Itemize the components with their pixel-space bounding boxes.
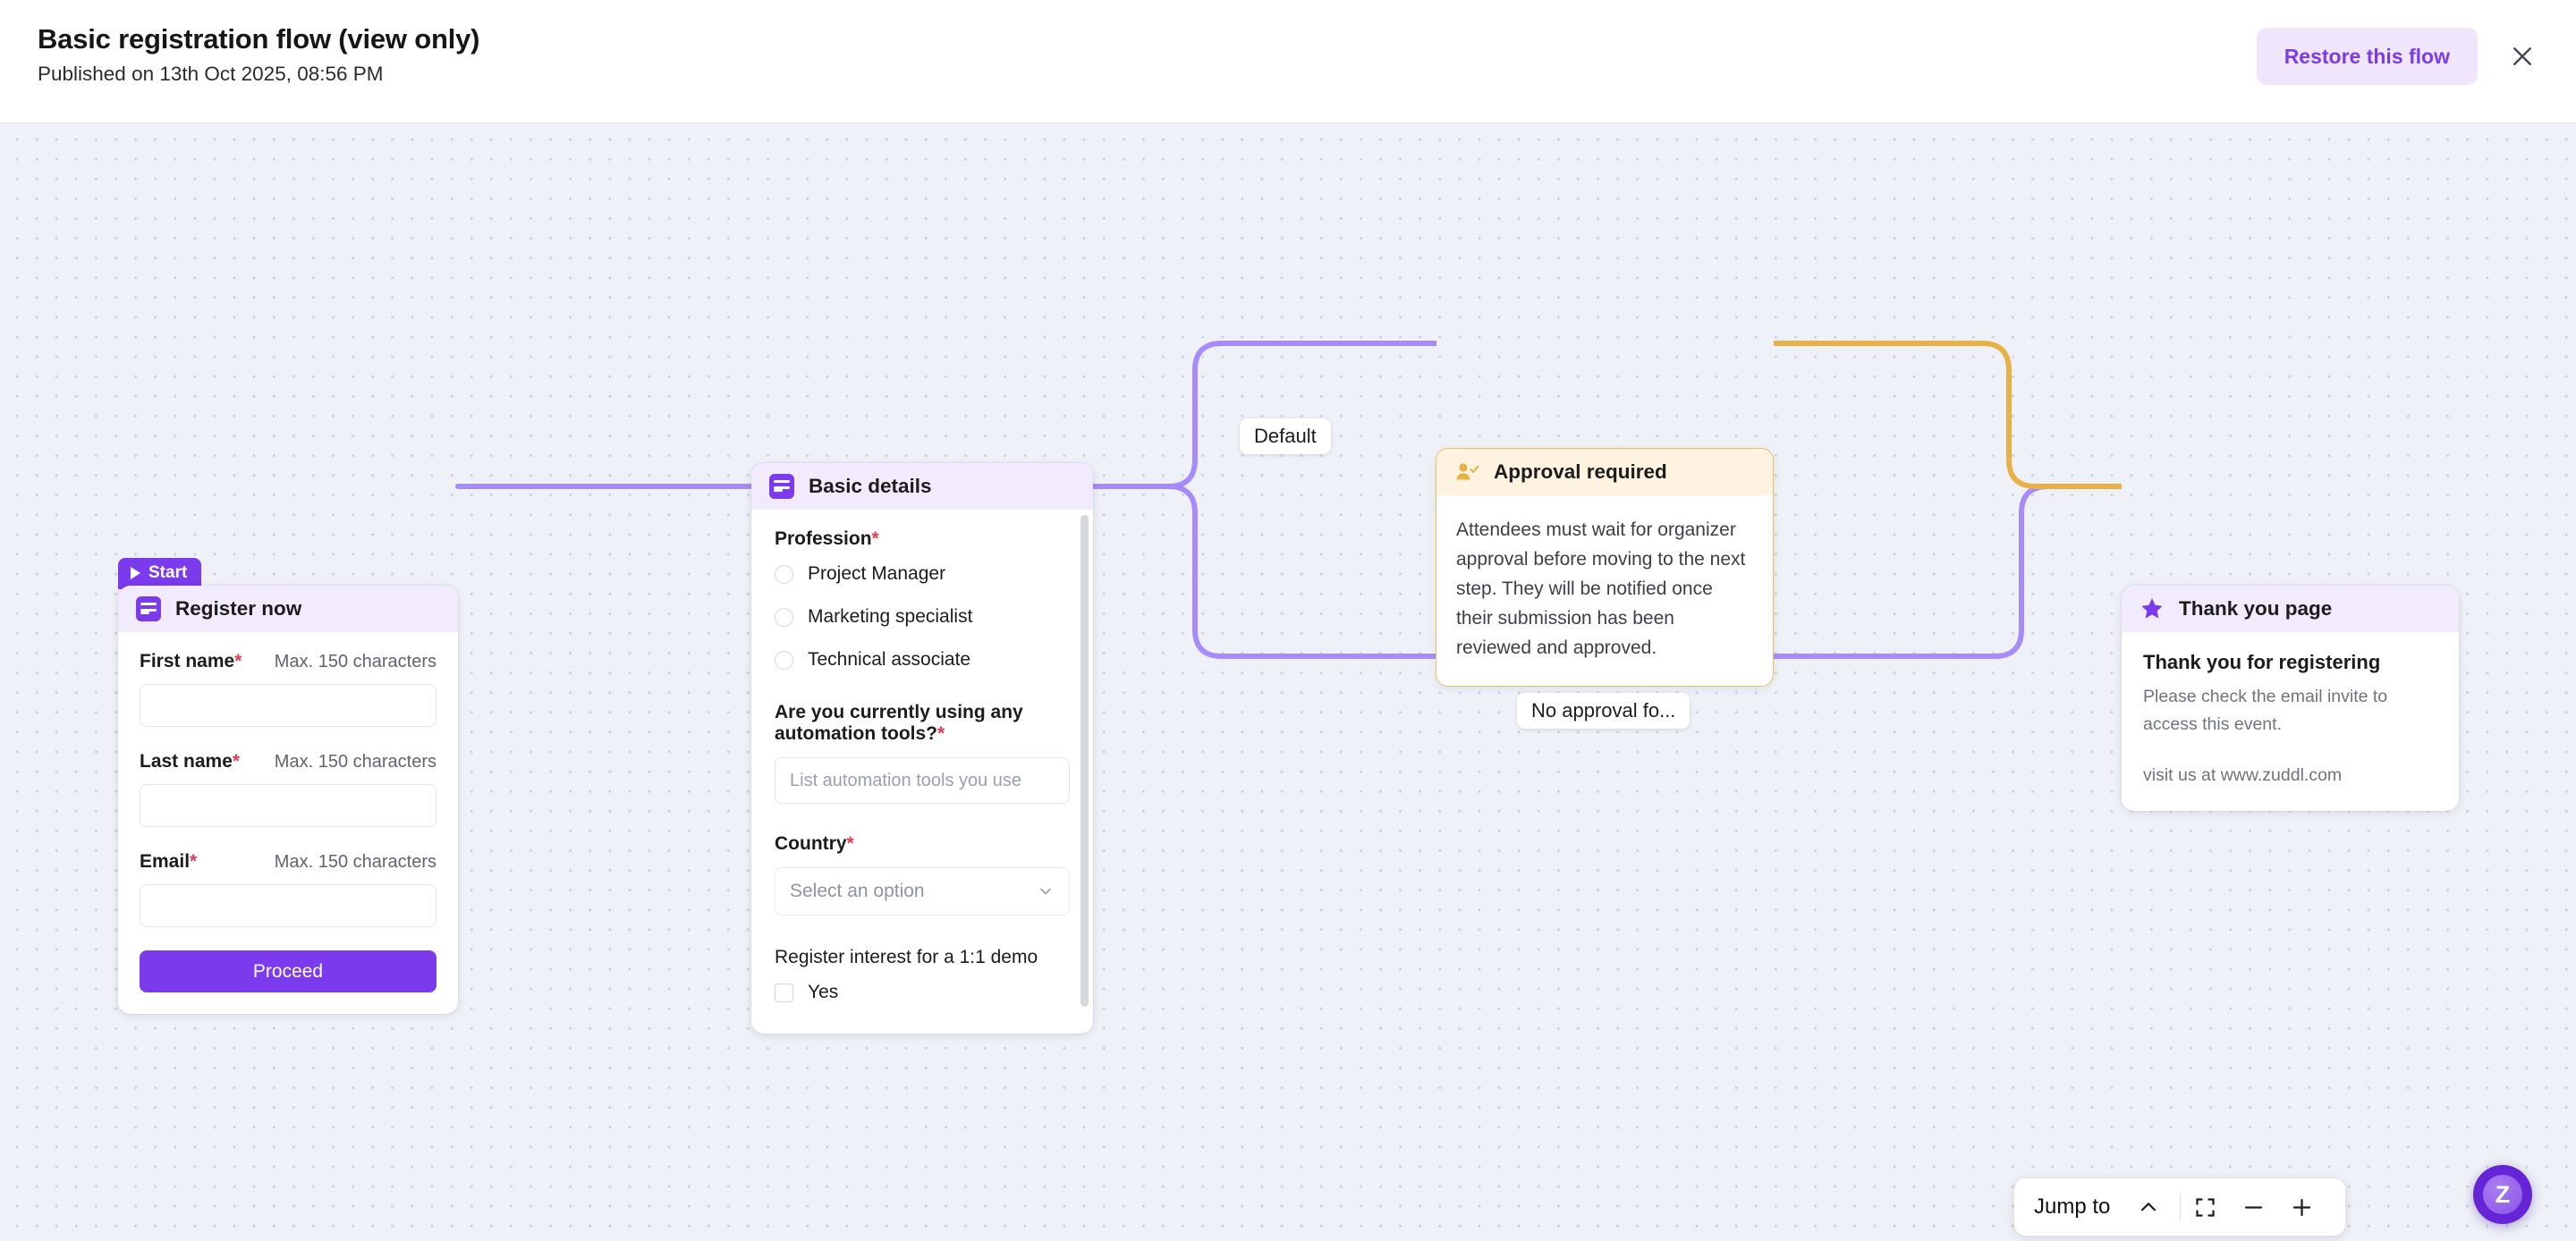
first-name-input[interactable] [140, 684, 436, 727]
edge-approval-to-thankyou [1774, 341, 2122, 489]
node-scrollbar-thumb[interactable] [1080, 515, 1089, 1007]
start-badge-label: Start [148, 563, 188, 582]
field-profession: Profession* Project Manager Marketing sp… [775, 528, 1070, 671]
node-approval-required[interactable]: Approval required Attendees must wait fo… [1436, 448, 1774, 687]
thankyou-link: visit us at www.zuddl.com [2143, 765, 2343, 785]
edge-no-approval-branch [1167, 484, 2120, 659]
node-body-register: First name* Max. 150 characters Last nam… [118, 632, 458, 1014]
profession-label: Profession* [775, 528, 879, 549]
profession-option-2[interactable]: Technical associate [775, 648, 1070, 671]
play-icon [131, 567, 140, 579]
user-check-icon [1456, 463, 1479, 480]
zuddl-assistant-button[interactable]: Z [2473, 1165, 2532, 1224]
radio-icon[interactable] [775, 607, 793, 627]
chevron-up-icon[interactable] [2137, 1195, 2160, 1219]
last-name-input[interactable] [140, 784, 436, 827]
node-body-basic-details: Profession* Project Manager Marketing sp… [751, 510, 1093, 1004]
automation-tools-input[interactable]: List automation tools you use [775, 757, 1070, 804]
toolbar-divider [2180, 1194, 2182, 1220]
zuddl-logo: Z [2483, 1175, 2522, 1214]
node-header-approval: Approval required [1436, 449, 1773, 495]
node-body-thankyou: Thank you for registering Please check t… [2122, 632, 2459, 807]
node-title-register: Register now [175, 597, 302, 620]
demo-interest-label: Register interest for a 1:1 demo [775, 947, 1038, 967]
fit-screen-button[interactable] [2181, 1183, 2229, 1231]
radio-icon[interactable] [775, 650, 793, 670]
node-header-thankyou: Thank you page [2122, 586, 2459, 632]
star-icon [2141, 598, 2163, 619]
field-first-name: First name* Max. 150 characters [140, 650, 436, 727]
field-automation-tools: Are you currently using any automation t… [775, 702, 1070, 804]
top-bar: Basic registration flow (view only) Publ… [0, 0, 2576, 123]
email-input[interactable] [140, 884, 436, 927]
zoom-in-button[interactable] [2277, 1183, 2326, 1231]
node-thank-you-page[interactable]: Thank you page Thank you for registering… [2122, 586, 2459, 811]
thankyou-body: Please check the email invite to access … [2143, 687, 2388, 734]
edge-label-no-approval[interactable]: No approval fo... [1517, 693, 1690, 729]
proceed-button[interactable]: Proceed [140, 950, 436, 992]
profession-option-1[interactable]: Marketing specialist [775, 605, 1070, 629]
page-title: Basic registration flow (view only) [38, 23, 480, 55]
published-timestamp: Published on 13th Oct 2025, 08:56 PM [38, 63, 384, 85]
email-hint: Max. 150 characters [274, 852, 436, 872]
approval-description: Attendees must wait for organizer approv… [1456, 519, 1746, 658]
jump-to-control[interactable]: Jump to [2034, 1195, 2180, 1220]
country-select[interactable]: Select an option [775, 867, 1070, 916]
fit-screen-icon [2196, 1197, 2215, 1217]
field-demo-interest: Register interest for a 1:1 demo Yes [775, 946, 1070, 1004]
last-name-hint: Max. 150 characters [274, 752, 436, 772]
checkbox-icon[interactable] [775, 983, 793, 1002]
node-header-basic-details: Basic details [751, 463, 1093, 510]
country-select-value: Select an option [790, 881, 925, 901]
last-name-label: Last name* [140, 751, 241, 772]
first-name-label: First name* [140, 651, 242, 671]
close-button[interactable] [2504, 38, 2540, 74]
node-title-approval: Approval required [1494, 460, 1667, 483]
node-basic-details[interactable]: Basic details Profession* Project Manage… [751, 463, 1093, 1034]
zoom-out-button[interactable] [2229, 1183, 2277, 1231]
country-label: Country* [775, 833, 854, 854]
email-label: Email* [140, 851, 198, 872]
node-title-basic-details: Basic details [809, 475, 932, 497]
restore-flow-button[interactable]: Restore this flow [2256, 28, 2478, 85]
node-title-thankyou: Thank you page [2179, 597, 2333, 620]
plus-icon [2292, 1198, 2310, 1216]
thankyou-heading: Thank you for registering [2143, 651, 2381, 673]
flow-canvas[interactable]: Default No approval fo... Start Register… [0, 123, 2576, 1241]
canvas-toolbar: Jump to [2014, 1178, 2346, 1236]
form-icon [136, 596, 161, 621]
edge-label-default[interactable]: Default [1240, 418, 1331, 454]
node-register-now[interactable]: Register now First name* Max. 150 charac… [118, 586, 458, 1014]
node-header-register: Register now [118, 586, 458, 632]
profession-option-0[interactable]: Project Manager [775, 562, 1070, 586]
automation-tools-label: Are you currently using any automation t… [775, 702, 1023, 744]
field-country: Country* Select an option [775, 832, 1070, 916]
top-bar-actions: Restore this flow [2256, 28, 2540, 85]
edge-default-branch [1167, 341, 1436, 489]
title-block: Basic registration flow (view only) Publ… [38, 21, 479, 89]
close-icon [2513, 47, 2531, 65]
demo-interest-option-yes[interactable]: Yes [775, 981, 1070, 1004]
chevron-down-icon [1040, 888, 1051, 895]
start-badge: Start [118, 558, 202, 589]
first-name-hint: Max. 150 characters [274, 652, 436, 671]
flow-edges [455, 341, 2122, 659]
form-icon [769, 474, 794, 499]
jump-to-label: Jump to [2034, 1195, 2111, 1219]
minus-icon [2244, 1205, 2262, 1209]
radio-icon[interactable] [775, 564, 793, 584]
field-email: Email* Max. 150 characters [140, 850, 436, 927]
field-last-name: Last name* Max. 150 characters [140, 750, 436, 827]
